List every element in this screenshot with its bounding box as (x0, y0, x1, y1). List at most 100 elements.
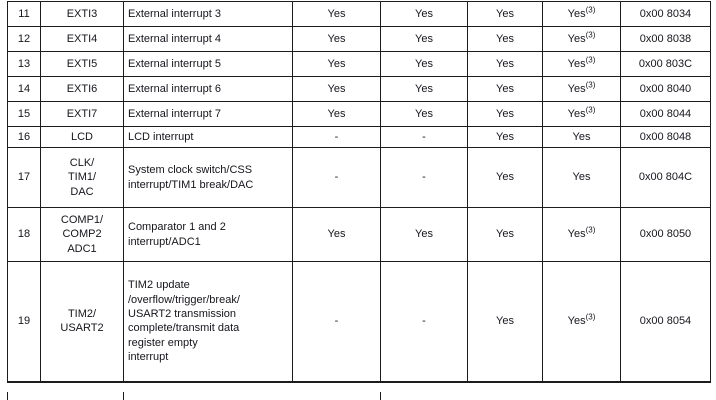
cell-irq-number: 12 (7, 26, 41, 52)
cell-flag-4: Yes (542, 126, 621, 148)
flag-value: Yes (567, 32, 586, 45)
footnote-ref: (3) (585, 105, 596, 115)
cell-flag-1: Yes (292, 51, 381, 77)
table-row: 12 EXTI4 External interrupt 4 Yes Yes Ye… (7, 26, 711, 52)
cell-flag-3: Yes (467, 101, 543, 127)
cell-irq-number: 16 (7, 126, 41, 148)
cell-flag-1: Yes (292, 26, 381, 52)
cell-flag-1: Yes (292, 76, 381, 102)
cell-flag-3: Yes (467, 261, 543, 383)
flag-value: Yes (572, 171, 591, 184)
cell-flag-4: Yes(3) (542, 51, 621, 77)
footnote-ref: (3) (585, 80, 596, 90)
flag-value: Yes (567, 315, 586, 328)
cell-flag-4: Yes(3) (542, 76, 621, 102)
cell-flag-3: Yes (467, 51, 543, 77)
cell-flag-2: - (380, 147, 468, 208)
cell-description: TIM2 update /overflow/trigger/break/ USA… (123, 261, 293, 383)
cell-flag-2: Yes (380, 76, 468, 102)
footnote-ref: (3) (585, 5, 596, 15)
cell-flag-1: Yes (292, 1, 381, 27)
footnote-ref: (3) (585, 30, 596, 40)
cell-source: EXTI3 (40, 1, 124, 27)
cell-irq-number: 18 (7, 207, 41, 262)
cell-flag-4: Yes(3) (542, 261, 621, 383)
cell-source: EXTI6 (40, 76, 124, 102)
cell-source: EXTI5 (40, 51, 124, 77)
footnote-ref: (3) (585, 225, 596, 235)
cell-flag-2: Yes (380, 51, 468, 77)
cell-description: Comparator 1 and 2 interrupt/ADC1 (123, 207, 293, 262)
cell-description: External interrupt 3 (123, 1, 293, 27)
cell-source: COMP1/ COMP2 ADC1 (40, 207, 124, 262)
table-row: 17 CLK/ TIM1/ DAC System clock switch/CS… (7, 147, 711, 208)
cell-description: External interrupt 4 (123, 26, 293, 52)
flag-value: Yes (572, 130, 591, 143)
footnote-ref: (3) (585, 55, 596, 65)
table-continuation-border (380, 392, 381, 400)
cell-vector-address: 0x00 8044 (620, 101, 711, 127)
cell-description: System clock switch/CSS interrupt/TIM1 b… (123, 147, 293, 208)
flag-value: Yes (567, 7, 586, 20)
cell-irq-number: 19 (7, 261, 41, 383)
flag-value: Yes (567, 228, 586, 241)
cell-flag-2: Yes (380, 1, 468, 27)
cell-flag-3: Yes (467, 207, 543, 262)
cell-irq-number: 15 (7, 101, 41, 127)
cell-irq-number: 13 (7, 51, 41, 77)
cell-flag-4: Yes(3) (542, 101, 621, 127)
cell-source: EXTI4 (40, 26, 124, 52)
flag-value: Yes (567, 107, 586, 120)
cell-source: CLK/ TIM1/ DAC (40, 147, 124, 208)
table-row: 14 EXTI6 External interrupt 6 Yes Yes Ye… (7, 76, 711, 102)
table-row: 18 COMP1/ COMP2 ADC1 Comparator 1 and 2 … (7, 207, 711, 262)
cell-flag-3: Yes (467, 76, 543, 102)
table-row: 13 EXTI5 External interrupt 5 Yes Yes Ye… (7, 51, 711, 77)
cell-description: External interrupt 6 (123, 76, 293, 102)
cell-flag-3: Yes (467, 1, 543, 27)
cell-source: LCD (40, 126, 124, 148)
footnote-ref: (3) (585, 312, 596, 322)
cell-flag-4: Yes (542, 147, 621, 208)
cell-flag-2: Yes (380, 207, 468, 262)
cell-flag-2: Yes (380, 26, 468, 52)
cell-flag-4: Yes(3) (542, 1, 621, 27)
cell-vector-address: 0x00 8038 (620, 26, 711, 52)
cell-flag-1: - (292, 147, 381, 208)
cell-vector-address: 0x00 803C (620, 51, 711, 77)
table-continuation-border (123, 392, 124, 400)
flag-value: Yes (567, 57, 586, 70)
cell-vector-address: 0x00 8040 (620, 76, 711, 102)
cell-irq-number: 14 (7, 76, 41, 102)
cell-flag-2: - (380, 126, 468, 148)
cell-description: LCD interrupt (123, 126, 293, 148)
table-row: 16 LCD LCD interrupt - - Yes Yes 0x00 80… (7, 126, 711, 148)
cell-vector-address: 0x00 8048 (620, 126, 711, 148)
cell-description: External interrupt 7 (123, 101, 293, 127)
cell-flag-1: Yes (292, 101, 381, 127)
table-row: 19 TIM2/ USART2 TIM2 update /overflow/tr… (7, 261, 711, 383)
cell-flag-2: Yes (380, 101, 468, 127)
cell-flag-4: Yes(3) (542, 26, 621, 52)
cell-flag-4: Yes(3) (542, 207, 621, 262)
table-continuation-border (7, 392, 8, 400)
cell-source: EXTI7 (40, 101, 124, 127)
cell-flag-3: Yes (467, 147, 543, 208)
cell-vector-address: 0x00 8034 (620, 1, 711, 27)
table-row: 11 EXTI3 External interrupt 3 Yes Yes Ye… (7, 1, 711, 27)
cell-vector-address: 0x00 8050 (620, 207, 711, 262)
cell-flag-1: Yes (292, 207, 381, 262)
cell-source: TIM2/ USART2 (40, 261, 124, 383)
cell-irq-number: 11 (7, 1, 41, 27)
cell-flag-1: - (292, 126, 381, 148)
cell-flag-3: Yes (467, 26, 543, 52)
table-row: 15 EXTI7 External interrupt 7 Yes Yes Ye… (7, 101, 711, 127)
cell-flag-1: - (292, 261, 381, 383)
flag-value: Yes (567, 82, 586, 95)
interrupt-vector-table: 11 EXTI3 External interrupt 3 Yes Yes Ye… (7, 1, 711, 383)
cell-flag-3: Yes (467, 126, 543, 148)
cell-description: External interrupt 5 (123, 51, 293, 77)
cell-vector-address: 0x00 804C (620, 147, 711, 208)
cell-flag-2: - (380, 261, 468, 383)
